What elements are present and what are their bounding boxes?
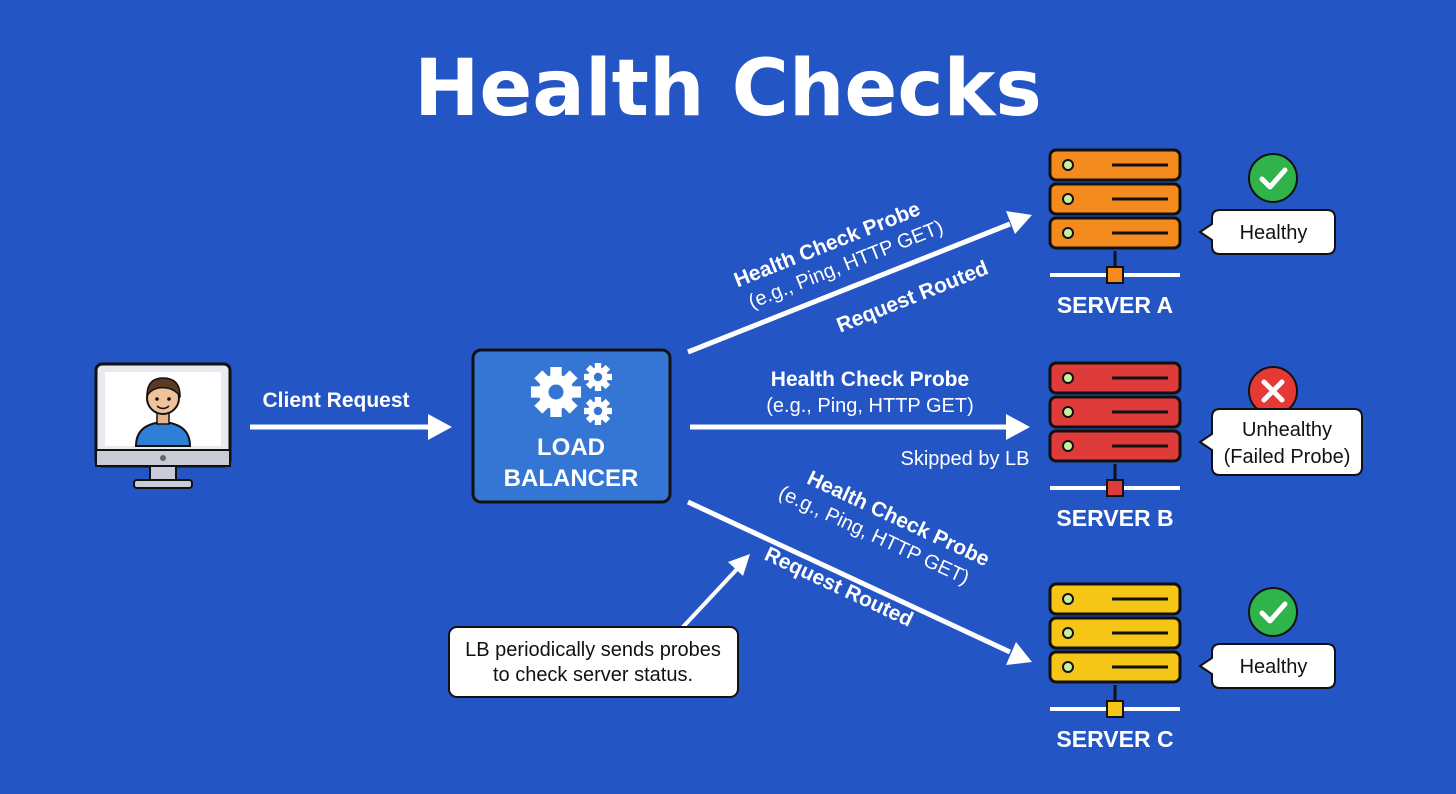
- page-title: Health Checks: [414, 44, 1042, 134]
- server-name: SERVER A: [1057, 292, 1173, 318]
- load-balancer-label-line2: BALANCER: [504, 465, 639, 492]
- server-name: SERVER C: [1056, 726, 1173, 752]
- status-text: Healthy: [1240, 222, 1308, 244]
- status-detail: (Failed Probe): [1224, 446, 1351, 468]
- path-b-probe-title: Health Check Probe: [771, 368, 969, 391]
- server-c: SERVER C Healthy: [1048, 582, 1336, 752]
- path-c-arrow: [686, 499, 1032, 665]
- check-icon: [1248, 587, 1298, 637]
- check-icon: [1248, 153, 1298, 203]
- status-badge: Healthy: [1198, 209, 1336, 255]
- server-rack-icon: [1048, 148, 1182, 284]
- client-request-arrow: [250, 414, 452, 440]
- callout-line2: to check server status.: [493, 664, 693, 686]
- load-balancer-label-line1: LOAD: [537, 434, 605, 461]
- server-rack-icon: [1048, 361, 1182, 497]
- cross-icon: [1248, 366, 1298, 416]
- path-b-probe-detail: (e.g., Ping, HTTP GET): [766, 395, 973, 417]
- server-a: SERVER A Healthy: [1048, 148, 1336, 318]
- client-request-label: Client Request: [262, 389, 409, 412]
- status-badge: Unhealthy (Failed Probe): [1198, 408, 1363, 476]
- path-b-routing-label: Skipped by LB: [901, 448, 1030, 470]
- probe-callout: LB periodically sends probes to check se…: [448, 554, 750, 698]
- load-balancer: LOAD BALANCER: [471, 348, 672, 504]
- client-computer-icon: [94, 362, 232, 489]
- path-a-arrow: [687, 211, 1032, 355]
- status-badge: Healthy: [1198, 643, 1336, 689]
- server-b: SERVER B Unhealthy (Failed Probe): [1048, 361, 1363, 531]
- user-avatar-icon: [134, 377, 192, 447]
- callout-line1: LB periodically sends probes: [465, 639, 721, 661]
- path-b-arrow: [690, 414, 1030, 440]
- status-text: Unhealthy: [1242, 419, 1332, 441]
- server-rack-icon: [1048, 582, 1182, 718]
- server-name: SERVER B: [1056, 505, 1173, 531]
- status-text: Healthy: [1240, 656, 1308, 678]
